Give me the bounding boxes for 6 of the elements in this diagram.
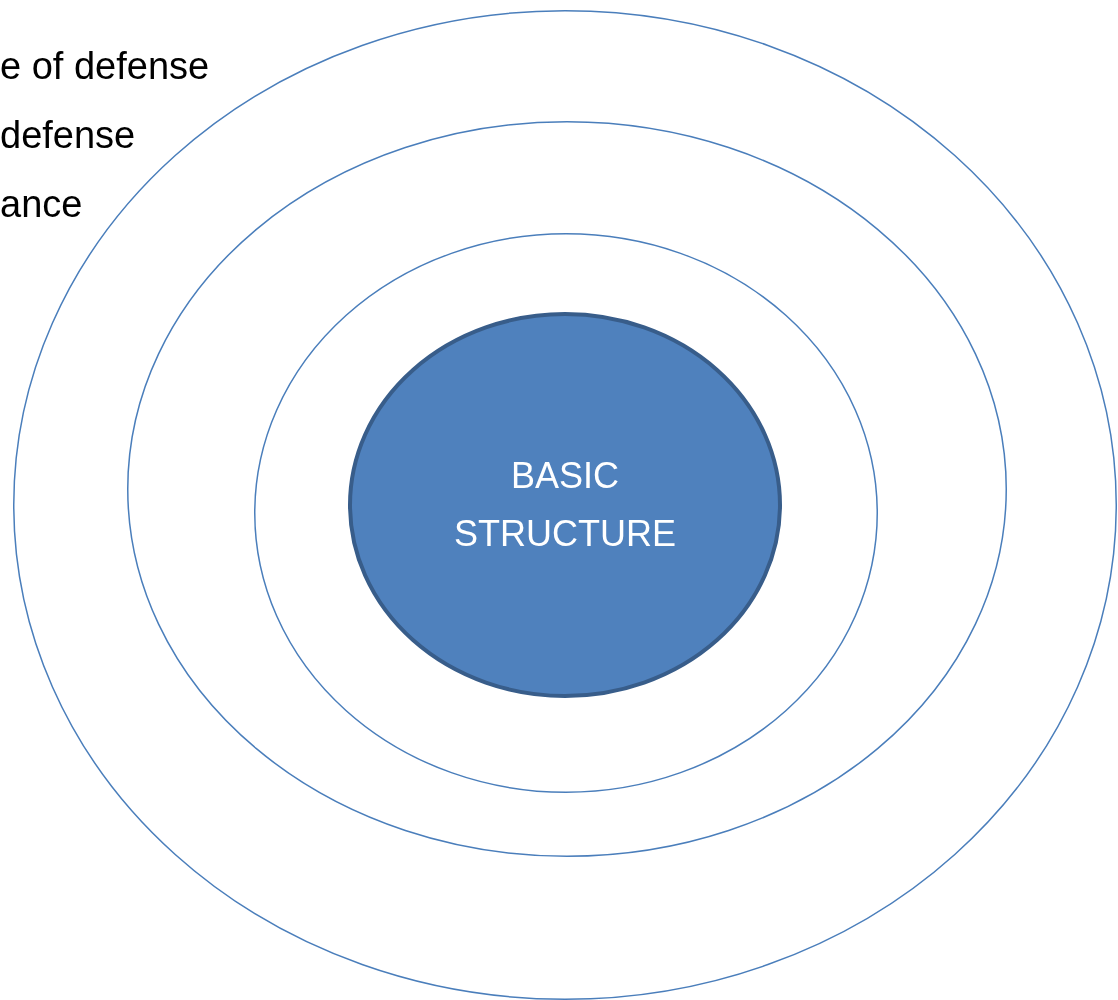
line-label: ance xyxy=(0,182,83,226)
node-label: BASIC STRUCTURE xyxy=(453,454,677,556)
line-label: defense xyxy=(0,113,136,157)
line-label: e of defense xyxy=(0,44,210,88)
ellipse xyxy=(348,312,782,698)
ellipse xyxy=(254,233,878,793)
